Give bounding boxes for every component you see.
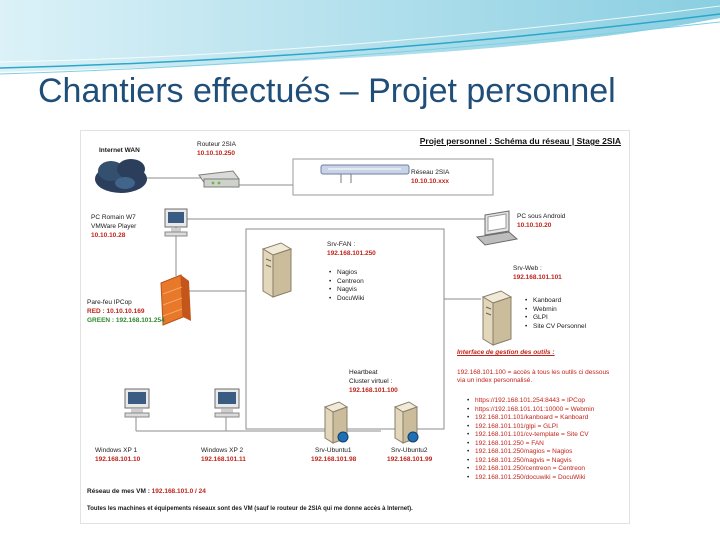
srv-web-services: Kanboard Webmin GLPI Site CV Personnel: [523, 297, 586, 331]
router-label: Routeur 2SIA: [197, 141, 237, 148]
interface-link: 192.168.101.101/kanboard = Kanboard: [467, 414, 594, 423]
service-item: Centreon: [329, 278, 364, 287]
interface-link: https://192.168.101.254:8443 = IPCop: [467, 397, 594, 406]
footer-note: Toutes les machines et équipements résea…: [87, 506, 413, 512]
ubuntu1-label: Srv-Ubuntu1: [315, 447, 352, 454]
diagram-title: Projet personnel : Schéma du réseau | St…: [419, 136, 621, 146]
vm-network: Réseau de mes VM : 192.168.101.0 / 24: [87, 488, 206, 496]
service-item: Site CV Personnel: [525, 323, 586, 332]
winxp1-ip: 192.168.101.10: [95, 456, 141, 463]
srv-fan-label: Srv-FAN :: [327, 241, 356, 248]
interface-link: 192.168.101.101/cv-template = Site CV: [467, 431, 594, 440]
laptop-icon: [475, 210, 519, 246]
srv-fan-ip: 192.168.101.250: [327, 250, 376, 257]
service-item: Nagios: [329, 269, 364, 278]
winxp2-label: Windows XP 2: [201, 447, 244, 454]
interface-link: 192.168.101.250/docuwiki = DocuWiki: [467, 474, 594, 483]
desktop-pc-icon: [164, 208, 188, 237]
network-diagram: Projet personnel : Schéma du réseau | St…: [80, 130, 630, 524]
pc-android-label: PC sous Android: [517, 213, 566, 220]
firewall-red-ip: RED : 10.10.10.169: [87, 308, 145, 315]
firewall-icon: [160, 274, 191, 326]
service-item: GLPI: [525, 314, 586, 323]
pc-romain-ip: 10.10.10.28: [91, 232, 126, 239]
server-icon: [481, 290, 513, 346]
interface-title: Interface de gestion des outils :: [457, 349, 555, 356]
interface-link: 192.168.101.250/centreon = Centreon: [467, 465, 594, 474]
header-waves: [0, 0, 720, 75]
heartbeat-label: Heartbeat: [349, 369, 378, 376]
reseau-label: Réseau 2SIA: [411, 169, 450, 176]
pc-romain-software: VMWare Player: [91, 223, 137, 230]
interface-links: https://192.168.101.254:8443 = IPCop htt…: [465, 397, 594, 482]
interface-link: 192.168.101.101/glpi = GLPI: [467, 423, 594, 432]
service-item: Webmin: [525, 306, 586, 315]
srv-fan-services: Nagios Centreon Nagvis DocuWiki: [327, 269, 365, 304]
winxp1-label: Windows XP 1: [95, 447, 138, 454]
diagram-graphics: [95, 158, 519, 444]
interface-intro: 192.168.101.100 = accès à tous les outil…: [457, 369, 610, 384]
server-icon: [393, 401, 419, 444]
vm-network-label: Réseau de mes VM :: [87, 488, 150, 495]
reseau-ip: 10.10.10.xxx: [411, 178, 449, 185]
interface-link: 192.168.101.250/nagvis = Nagvis: [467, 457, 594, 466]
firewall-label: Pare-feu IPCop: [87, 299, 132, 306]
ubuntu2-ip: 192.168.101.99: [387, 456, 433, 463]
interface-link: 192.168.101.250 = FAN: [467, 440, 594, 449]
service-item: DocuWiki: [329, 295, 365, 304]
server-icon: [261, 242, 293, 298]
internet-label: Internet WAN: [99, 147, 140, 154]
srv-web-ip: 192.168.101.101: [513, 274, 562, 281]
winxp2-ip: 192.168.101.11: [201, 456, 246, 463]
vm-network-value: 192.168.101.0 / 24: [151, 488, 206, 495]
ubuntu1-ip: 192.168.101.98: [311, 456, 357, 463]
pc-romain-label: PC Romain W7: [91, 214, 136, 221]
firewall-green-ip: GREEN : 192.168.101.254: [87, 317, 165, 324]
interface-link: https://192.168.101.101:10000 = Webmin: [467, 406, 594, 415]
heartbeat-cluster: Cluster virtuel :: [349, 378, 393, 385]
interface-link: 192.168.101.250/nagios = Nagios: [467, 448, 594, 457]
service-item: Kanboard: [525, 297, 586, 306]
cloud-icon: [95, 159, 147, 193]
desktop-pc-icon: [214, 388, 240, 418]
srv-web-label: Srv-Web :: [513, 265, 542, 272]
server-icon: [323, 401, 349, 444]
heartbeat-ip: 192.168.101.100: [349, 387, 398, 394]
desktop-pc-icon: [124, 388, 150, 418]
router-icon: [198, 170, 240, 188]
router-ip: 10.10.10.250: [197, 150, 235, 157]
ubuntu2-label: Srv-Ubuntu2: [391, 447, 428, 454]
slide-title: Chantiers effectués – Projet personnel: [38, 72, 616, 110]
service-item: Nagvis: [329, 286, 364, 295]
pc-android-ip: 10.10.10.20: [517, 222, 552, 229]
